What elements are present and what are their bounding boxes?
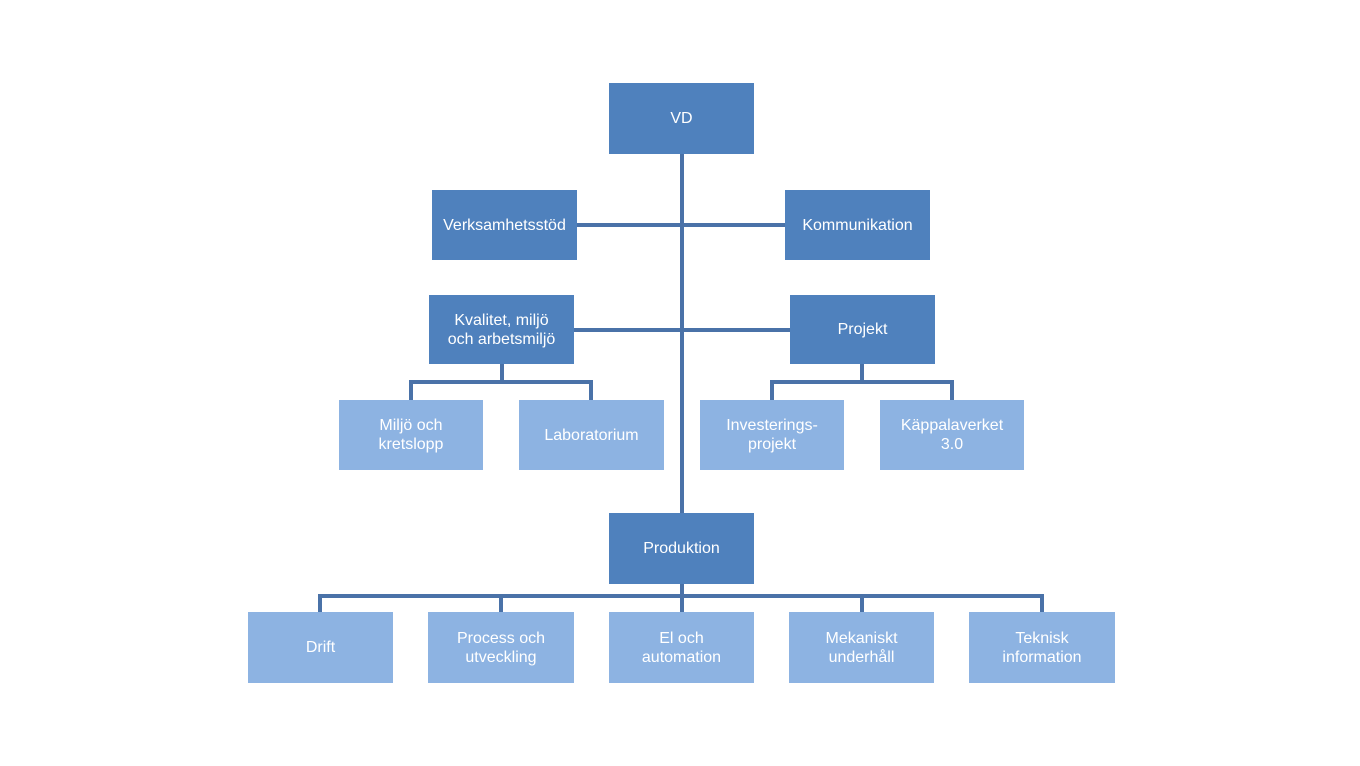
node-kvalitet-label: Kvalitet, miljö och arbetsmiljö bbox=[447, 311, 556, 348]
node-miljo: Miljö och kretslopp bbox=[339, 400, 483, 470]
node-laboratorium: Laboratorium bbox=[519, 400, 664, 470]
node-investeringsprojekt-label: Investerings- projekt bbox=[726, 417, 818, 453]
node-el-label: El och automation bbox=[641, 629, 722, 666]
node-projekt: Projekt bbox=[790, 295, 935, 364]
node-miljo-label: Miljö och kretslopp bbox=[378, 417, 444, 453]
node-investeringsprojekt: Investerings- projekt bbox=[700, 400, 844, 470]
node-kappalaverket-label: Käppalaverket 3.0 bbox=[900, 417, 1004, 453]
node-process-label: Process och utveckling bbox=[456, 629, 546, 666]
node-mekaniskt: Mekaniskt underhåll bbox=[789, 612, 934, 683]
node-vd: VD bbox=[609, 83, 754, 154]
node-produktion: Produktion bbox=[609, 513, 754, 584]
node-el: El och automation bbox=[609, 612, 754, 683]
node-kappalaverket: Käppalaverket 3.0 bbox=[880, 400, 1024, 470]
node-process: Process och utveckling bbox=[428, 612, 574, 683]
node-drift-label: Drift bbox=[305, 639, 336, 656]
node-teknisk: Teknisk information bbox=[969, 612, 1115, 683]
node-kommunikation-label: Kommunikation bbox=[802, 216, 913, 234]
node-verksamhetsstod: Verksamhetsstöd bbox=[432, 190, 577, 260]
node-kvalitet: Kvalitet, miljö och arbetsmiljö bbox=[429, 295, 574, 364]
node-vd-label: VD bbox=[670, 110, 693, 127]
node-teknisk-label: Teknisk information bbox=[1002, 629, 1082, 666]
node-laboratorium-label: Laboratorium bbox=[544, 426, 639, 444]
node-kommunikation: Kommunikation bbox=[785, 190, 930, 260]
node-drift: Drift bbox=[248, 612, 393, 683]
node-mekaniskt-label: Mekaniskt underhåll bbox=[825, 629, 898, 666]
node-projekt-label: Projekt bbox=[837, 321, 888, 338]
node-verksamhetsstod-label: Verksamhetsstöd bbox=[443, 216, 566, 234]
node-produktion-label: Produktion bbox=[643, 540, 720, 557]
